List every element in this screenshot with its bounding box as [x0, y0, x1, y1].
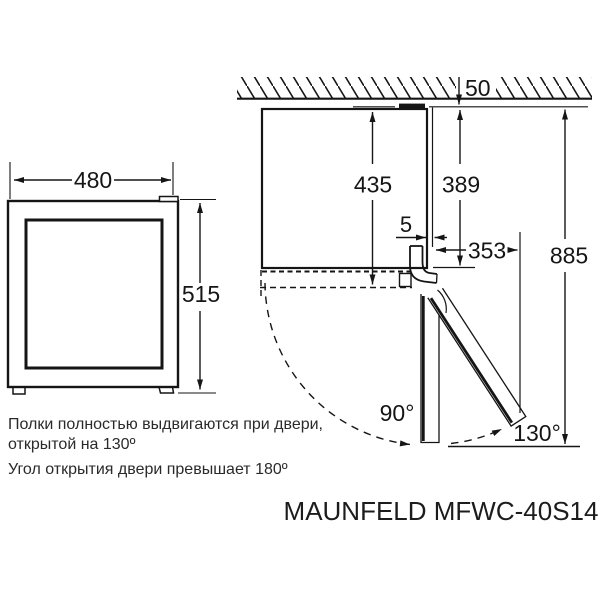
swing-arc-130: [450, 428, 503, 445]
total-depth-label: 435: [354, 172, 392, 198]
front-view: [6, 195, 180, 395]
left-foot: [12, 386, 26, 395]
note-shelves-line2: открытой на 130º: [8, 436, 136, 453]
cabinet-outline: [6, 199, 180, 389]
wall: [237, 74, 592, 100]
angle-90-label: 90°: [380, 400, 415, 426]
open-depth-dimension: [448, 109, 580, 448]
body-depth-label: 389: [442, 172, 480, 198]
swing-clearance-label: 353: [468, 238, 506, 264]
wall-hatching: [237, 77, 592, 99]
height-dimension: [178, 198, 216, 394]
note-opening-angle: Угол открытия двери превышает 180º: [8, 461, 288, 478]
right-foot: [158, 386, 175, 394]
door-swing-arcs: [264, 282, 503, 447]
body-depth-dimension: [433, 110, 475, 269]
glass-door-frame: [24, 218, 164, 370]
model-title: MAUNFELD MFWC-40S14: [283, 496, 599, 526]
wall-gap-label: 50: [465, 75, 491, 101]
open-depth-label: 885: [550, 243, 588, 269]
top-hinge-block: [399, 103, 425, 110]
swing-arc-90: [264, 282, 411, 447]
door-open-130: [427, 287, 527, 427]
door-open-90: [420, 294, 440, 444]
note-shelves-line1: Полки полностью выдвигаются при двери,: [8, 416, 323, 433]
cabinet-plan: [260, 107, 434, 297]
height-label: 515: [182, 281, 220, 307]
angle-130-label: 130°: [513, 420, 561, 446]
width-label: 480: [74, 167, 112, 193]
hinge-tab: [158, 195, 179, 203]
hinge-detail: [398, 245, 447, 314]
width-dimension: [9, 162, 174, 199]
door-offset-label: 5: [400, 212, 412, 237]
swing-clearance-dimension: [436, 232, 521, 413]
